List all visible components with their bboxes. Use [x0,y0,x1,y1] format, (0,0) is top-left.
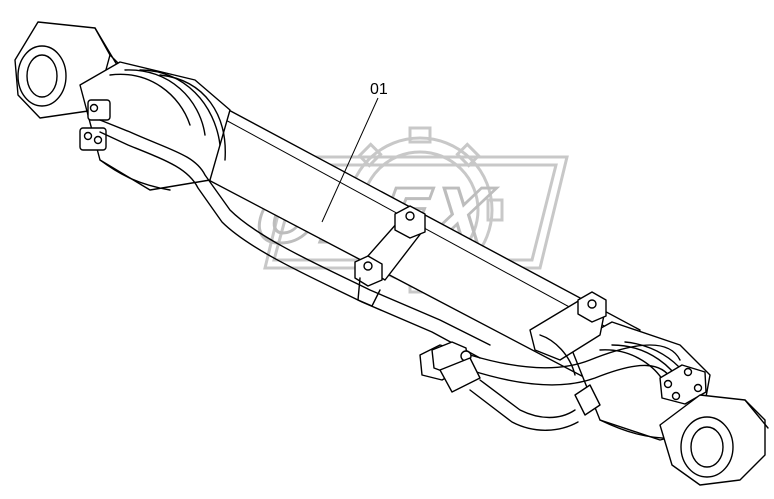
hydraulic-pipe [99,119,491,359]
gland-housing [79,61,231,191]
pipe-clamp-middle [354,205,426,307]
callout-01: 01 [321,81,388,223]
callout-label: 01 [370,81,388,98]
port-fitting [419,341,481,393]
head-fitting-cap [659,364,707,405]
head-pipe-loop [469,344,681,431]
gland-fitting [79,99,111,151]
head-bracket [529,291,607,376]
head-end-eye [659,394,769,486]
